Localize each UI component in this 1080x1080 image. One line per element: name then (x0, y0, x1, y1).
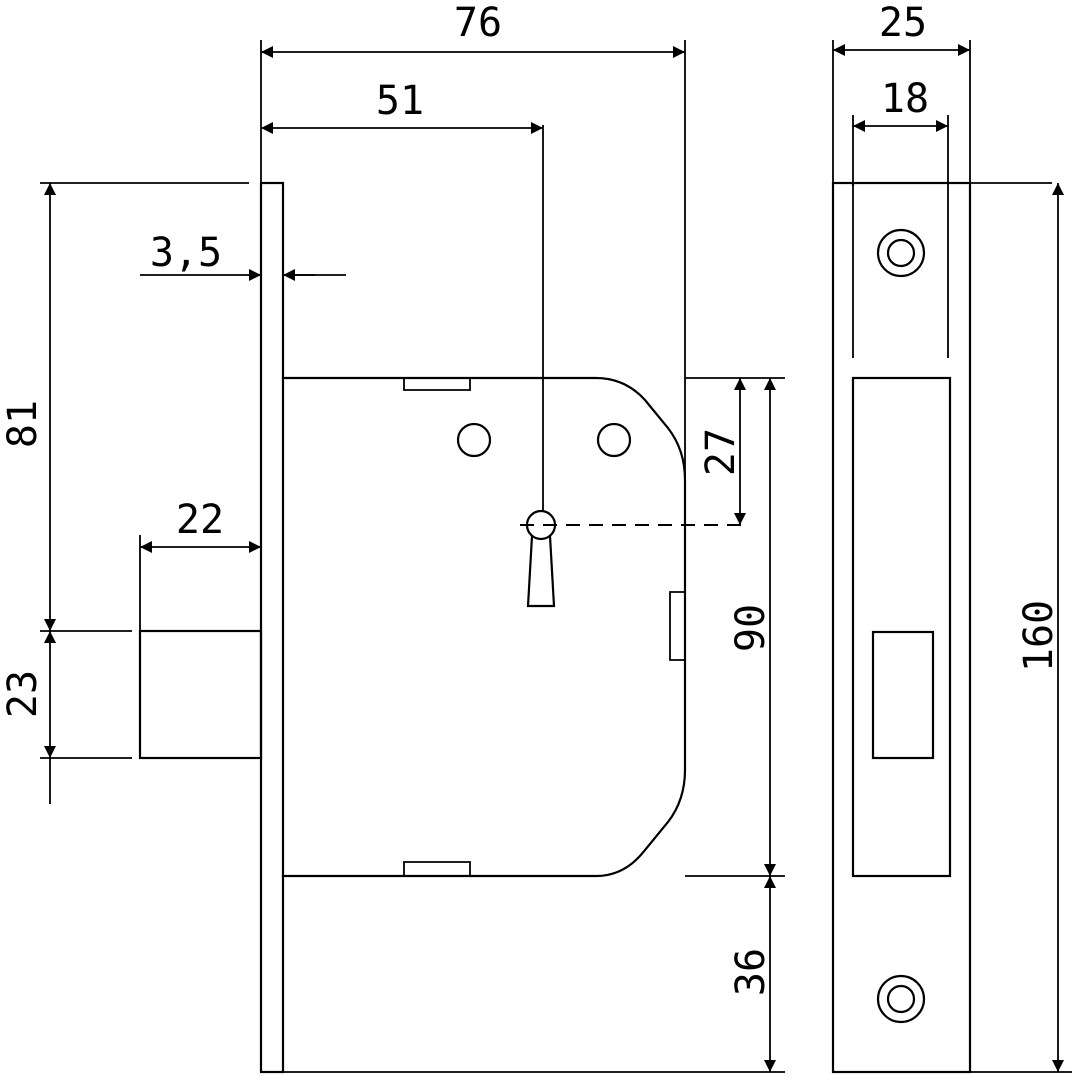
front-view (831, 181, 972, 1074)
case-recess-front (851, 376, 952, 878)
dim-backset-label: 51 (376, 78, 424, 124)
dim-faceplate-height-label: 160 (1016, 600, 1062, 672)
case-top-tab (403, 378, 471, 391)
dim-overall-depth: 76 (261, 0, 685, 58)
dim-overall-depth-label: 76 (454, 0, 502, 46)
faceplate-front (831, 181, 972, 1074)
bolt-opening (871, 630, 935, 760)
case-bottom-tab (403, 861, 471, 876)
dim-faceplate-height: 160 (1016, 183, 1064, 1072)
dim-backset: 51 (261, 78, 543, 134)
dim-case-width-label: 18 (881, 76, 929, 122)
top-screw-icon (876, 228, 926, 278)
dim-faceplate-width-label: 25 (879, 0, 927, 46)
dim-bolt-height-label: 23 (0, 670, 46, 718)
dim-bolt-height: 23 (0, 631, 57, 804)
dim-bolt-throw-label: 22 (176, 497, 224, 543)
bolt (138, 629, 263, 760)
dim-faceplate-thickness-label: 3,5 (150, 230, 222, 276)
case-fixing-hole-left (456, 422, 492, 458)
side-extension-lines (40, 40, 785, 1073)
dim-case-height: 90 (728, 378, 776, 876)
lock-case (281, 376, 687, 878)
dim-case-bottom-offset: 36 (728, 876, 776, 1072)
dim-case-height-label: 90 (728, 604, 774, 652)
side-view (138, 181, 742, 1074)
case-fixing-hole-right (596, 422, 632, 458)
dim-keyhole-from-top: 27 (698, 378, 746, 525)
dim-faceplate-width: 25 (833, 0, 970, 56)
dim-case-width: 18 (853, 76, 948, 132)
dim-height-above-bolt: 81 (0, 183, 57, 631)
dim-keyhole-from-top-label: 27 (698, 428, 744, 476)
dim-bolt-throw: 22 (140, 497, 261, 553)
bottom-screw-icon (876, 974, 926, 1024)
dim-height-above-bolt-label: 81 (0, 400, 46, 448)
front-extension-lines (832, 40, 1072, 1073)
dim-case-bottom-offset-label: 36 (728, 948, 774, 996)
case-side-tab (669, 591, 685, 661)
dim-faceplate-thickness: 3,5 (140, 230, 346, 281)
faceplate-side (259, 181, 285, 1074)
